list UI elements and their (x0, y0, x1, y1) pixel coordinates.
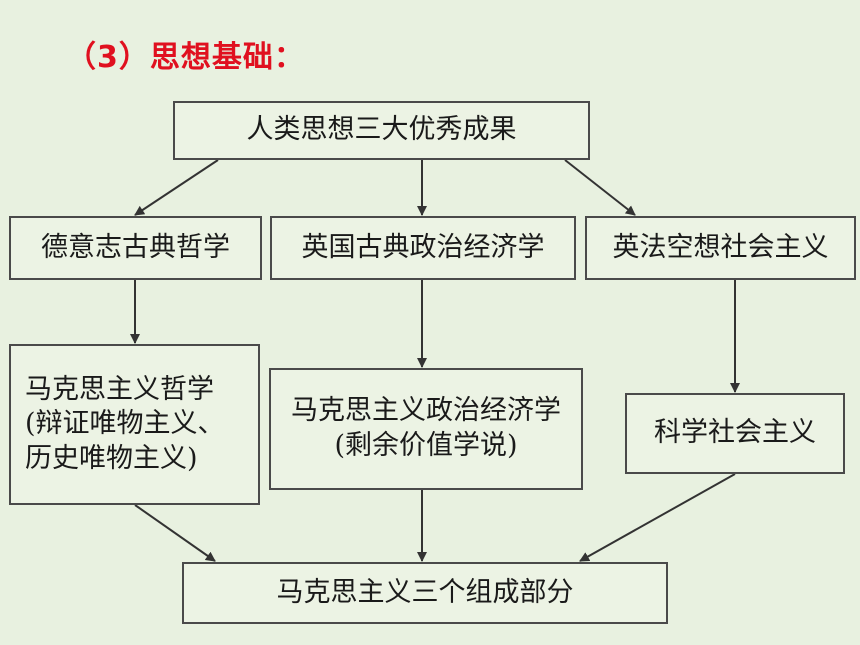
philosophy-line-1: 马克思主义哲学 (25, 373, 214, 405)
economy-line-2: (剩余价值学说) (334, 430, 518, 461)
node-top-label: 人类思想三大优秀成果 (246, 114, 517, 146)
node-scientific-socialism: 科学社会主义 (625, 393, 845, 474)
philosophy-line-2: (辩证唯物主义、 (25, 408, 225, 440)
node-marxist-political-economy: 马克思主义政治经济学 (剩余价值学说) (269, 368, 583, 490)
arrow-philosophy-to-bottom (134, 504, 216, 562)
node-bottom-label: 马克思主义三个组成部分 (276, 576, 574, 608)
philosophy-line-3: 历史唯物主义) (25, 442, 198, 474)
node-german-label: 德意志古典哲学 (41, 231, 230, 263)
node-socialism-label: 英法空想社会主义 (612, 231, 829, 263)
node-economy-text: 马克思主义政治经济学 (剩余价值学说) (291, 394, 561, 463)
node-science-label: 科学社会主义 (654, 417, 816, 449)
economy-line-1: 马克思主义政治经济学 (291, 395, 561, 427)
node-three-components: 马克思主义三个组成部分 (182, 562, 668, 624)
node-marxist-philosophy: 马克思主义哲学 (辩证唯物主义、 历史唯物主义) (9, 344, 260, 505)
node-utopian-socialism: 英法空想社会主义 (585, 216, 856, 280)
node-british-label: 英国古典政治经济学 (301, 231, 545, 263)
node-philosophy-text: 马克思主义哲学 (辩证唯物主义、 历史唯物主义) (25, 373, 225, 477)
node-top-thought-achievements: 人类思想三大优秀成果 (173, 101, 590, 160)
node-german-classical-philosophy: 德意志古典哲学 (9, 216, 262, 280)
node-british-political-economy: 英国古典政治经济学 (270, 216, 576, 280)
arrow-top-to-german (134, 159, 219, 216)
page-title: （3）思想基础： (66, 40, 305, 75)
arrow-top-to-socialism (564, 159, 636, 216)
arrow-science-to-bottom (579, 473, 736, 562)
